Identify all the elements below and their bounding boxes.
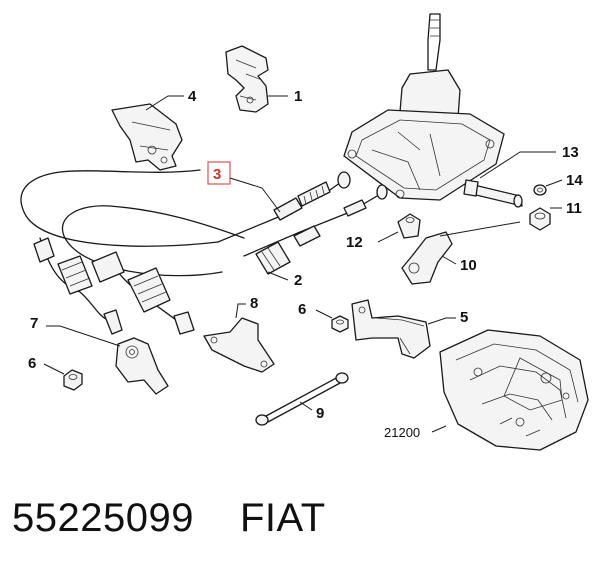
part-number: 55225099 <box>12 495 194 540</box>
part-14-washer: 14 <box>533 172 583 196</box>
part-13-pin: 13 <box>463 144 579 208</box>
callout-10: 10 <box>460 257 477 274</box>
callout-14: 14 <box>566 172 583 189</box>
callout-6-center: 6 <box>298 301 306 318</box>
part-4-bracket: 4 <box>111 88 197 171</box>
footer: 55225099 FIAT <box>12 488 326 548</box>
callout-3: 3 <box>213 166 221 183</box>
part-5-bracket: 5 <box>351 299 468 359</box>
part-2-cable: 2 <box>61 184 388 335</box>
gearbox-housing: 21200 <box>384 329 589 451</box>
part-7-lever: 7 <box>30 315 169 395</box>
callout-4: 4 <box>188 88 197 105</box>
part-6-nut-left: 6 <box>28 355 83 391</box>
callout-8: 8 <box>250 295 258 312</box>
callout-3-highlight <box>207 161 231 185</box>
callout-9: 9 <box>316 405 324 422</box>
callout-6-left: 6 <box>28 355 36 372</box>
gear-shift-assembly <box>343 13 505 201</box>
part-3-cable: 3 <box>20 161 351 335</box>
brand-name: FIAT <box>239 495 326 540</box>
part-10-lever: 10 <box>401 221 521 285</box>
parts-diagram: 1 4 13 14 11 <box>20 13 589 451</box>
part-8-plate: 8 <box>203 295 275 373</box>
part-1-bracket: 1 <box>225 45 302 113</box>
callout-1: 1 <box>294 88 302 105</box>
part-12-clip: 12 <box>346 213 421 251</box>
callout-7: 7 <box>30 315 38 332</box>
part-11-nut: 11 <box>529 200 582 231</box>
callout-5: 5 <box>460 309 468 326</box>
part-6-nut-center: 6 <box>298 301 349 333</box>
callout-13: 13 <box>562 144 579 161</box>
callout-12: 12 <box>346 234 363 251</box>
callout-21200: 21200 <box>384 425 420 440</box>
callout-2: 2 <box>294 272 302 289</box>
part-9-rod: 9 <box>255 372 349 426</box>
callout-11: 11 <box>566 200 582 217</box>
